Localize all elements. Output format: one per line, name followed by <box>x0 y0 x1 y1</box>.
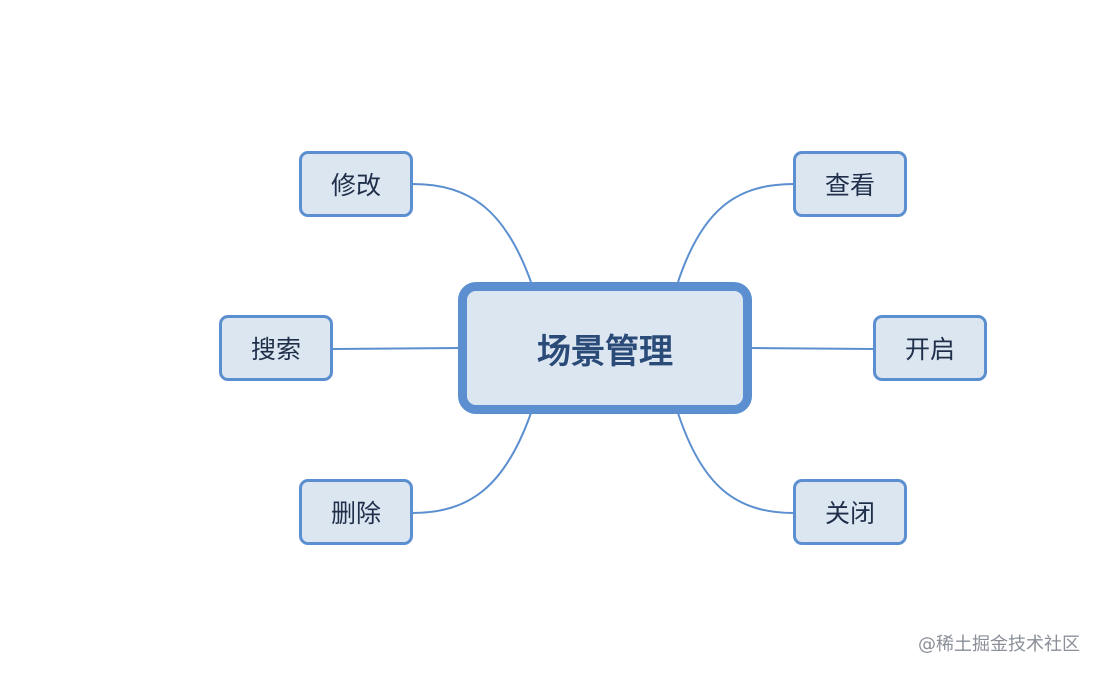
connector-close <box>677 412 795 514</box>
watermark: @稀土掘金技术社区 <box>918 634 1080 655</box>
branch-open[interactable]: 开启 <box>873 315 987 381</box>
connector-open <box>749 347 875 350</box>
branch-close[interactable]: 关闭 <box>793 479 907 545</box>
connector-search <box>331 347 461 350</box>
connector-delete <box>411 412 532 514</box>
branch-view[interactable]: 查看 <box>793 151 907 217</box>
branch-delete[interactable]: 删除 <box>299 479 413 545</box>
connector-view <box>677 183 795 283</box>
central-topic[interactable]: 场景管理 <box>458 282 752 414</box>
branch-modify[interactable]: 修改 <box>299 151 413 217</box>
branch-search[interactable]: 搜索 <box>219 315 333 381</box>
connector-modify <box>411 183 532 283</box>
